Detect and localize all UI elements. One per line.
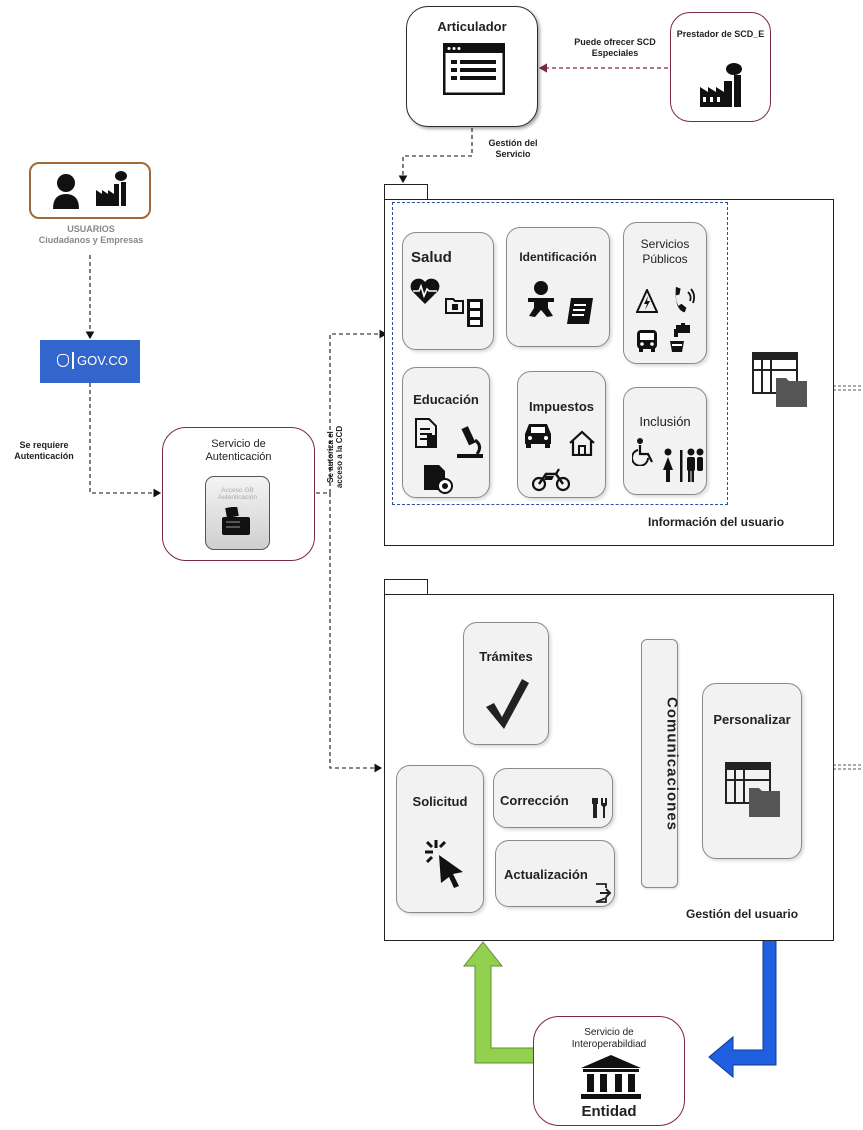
card-actualizacion[interactable]: Actualización xyxy=(495,840,615,907)
auth-to-gestion-line xyxy=(329,493,383,773)
card-tramites-title: Trámites xyxy=(479,649,533,664)
microscope-icon xyxy=(457,426,483,458)
person-icon xyxy=(53,174,79,209)
export-icon xyxy=(595,883,612,903)
card-impuestos-title: Impuestos xyxy=(528,399,594,414)
factory-small-icon xyxy=(96,171,127,206)
usuarios-node[interactable] xyxy=(29,162,151,219)
card-identificacion-title: Identificación xyxy=(519,250,597,264)
card-educacion-title: Educación xyxy=(413,392,479,407)
folder-cabinet-icon xyxy=(445,298,483,327)
faucet-icon xyxy=(670,323,690,352)
label-se-autoriza: Se autoriza el acceso a la CCD xyxy=(326,425,344,489)
browser-window-icon xyxy=(443,43,505,95)
card-comunicaciones-title: Comunicaciones xyxy=(663,696,681,832)
card-personalizar-title: Personalizar xyxy=(713,712,791,727)
card-identificacion[interactable]: Identificación xyxy=(506,227,610,347)
autenticacion-node[interactable]: Servicio de Autenticación Acceso GB Aute… xyxy=(162,427,315,561)
window-panels-icon xyxy=(725,762,780,817)
interop-node[interactable]: Servicio de Interoperabildiad Entidad xyxy=(533,1016,685,1126)
gestion-package-title: Gestión del usuario xyxy=(686,907,799,921)
card-servicios-title: Servicios Públicos xyxy=(640,237,690,266)
motorcycle-icon xyxy=(532,468,570,492)
autenticacion-title: Servicio de Autenticación xyxy=(205,438,272,463)
card-comunicaciones[interactable]: Comunicaciones xyxy=(641,639,681,888)
heart-pulse-icon xyxy=(410,278,440,304)
articulador-node[interactable]: Articulador xyxy=(406,6,538,127)
usuarios-title: USUARIOS xyxy=(67,224,115,234)
phone-icon xyxy=(675,287,696,313)
electricity-icon xyxy=(636,289,658,313)
label-se-requiere: Se requiere Autenticación xyxy=(14,440,74,461)
card-inclusion[interactable]: Inclusión xyxy=(623,387,707,495)
info-dashed-group xyxy=(392,202,728,505)
factory-icon xyxy=(700,63,742,107)
usuarios-subtitle: Ciudadanos y Empresas xyxy=(38,235,144,245)
gestion-package-tab xyxy=(384,579,428,595)
label-puede-ofrecer: Puede ofrecer SCD Especiales xyxy=(574,37,656,58)
shield-icon xyxy=(57,354,69,367)
card-inclusion-title: Inclusión xyxy=(639,414,691,429)
certificate-icon xyxy=(424,465,453,494)
card-actualizacion-title: Actualización xyxy=(504,867,588,882)
autenticacion-inner-text: Acceso GB Autenticación xyxy=(217,487,258,501)
card-correccion[interactable]: Corrección xyxy=(493,768,613,828)
card-correccion-title: Corrección xyxy=(500,793,569,808)
card-salud[interactable]: Salud xyxy=(402,232,494,350)
card-solicitud[interactable]: Solicitud xyxy=(396,765,484,913)
wheelchair-icon xyxy=(632,438,653,466)
prestador-title: Prestador de SCD_E xyxy=(676,29,765,39)
checkmark-icon xyxy=(486,679,529,729)
car-icon xyxy=(525,424,551,448)
window-panels-icon xyxy=(752,352,807,407)
card-solicitud-title: Solicitud xyxy=(412,794,468,809)
bus-icon xyxy=(637,330,657,352)
tools-icon xyxy=(592,798,607,818)
blue-down-arrow xyxy=(708,939,777,1079)
fax-machine-icon xyxy=(222,507,250,535)
govco-to-auth-line xyxy=(89,383,162,498)
govco-label: GOV.CO xyxy=(77,353,128,368)
scroll-icon xyxy=(567,298,593,324)
autenticacion-button[interactable]: Acceso GB Autenticación xyxy=(205,476,270,550)
articulador-to-info-line xyxy=(398,128,473,184)
bank-building-icon xyxy=(581,1055,641,1099)
card-servicios-publicos[interactable]: Servicios Públicos xyxy=(623,222,707,364)
baby-icon xyxy=(528,281,554,317)
label-gestion-servicio: Gestión del Servicio xyxy=(488,138,538,159)
interop-entity: Entidad xyxy=(581,1103,637,1120)
house-icon xyxy=(569,430,595,456)
restroom-icon xyxy=(663,448,704,482)
cursor-click-icon xyxy=(425,840,463,888)
interop-title: Servicio de Interoperabildiad xyxy=(571,1027,647,1050)
card-salud-title: Salud xyxy=(411,249,452,266)
govco-logo[interactable]: GOV.CO xyxy=(40,340,140,383)
card-educacion[interactable]: Educación xyxy=(402,367,490,498)
green-up-arrow xyxy=(462,941,537,1064)
info-package-title: Información del usuario xyxy=(648,515,785,529)
info-package-tab xyxy=(384,184,428,200)
card-tramites[interactable]: Trámites xyxy=(463,622,549,745)
document-icon xyxy=(415,418,437,448)
card-personalizar[interactable]: Personalizar xyxy=(702,683,802,859)
articulador-title: Articulador xyxy=(437,19,507,34)
card-impuestos[interactable]: Impuestos xyxy=(517,371,606,498)
prestador-node[interactable]: Prestador de SCD_E xyxy=(670,12,771,122)
